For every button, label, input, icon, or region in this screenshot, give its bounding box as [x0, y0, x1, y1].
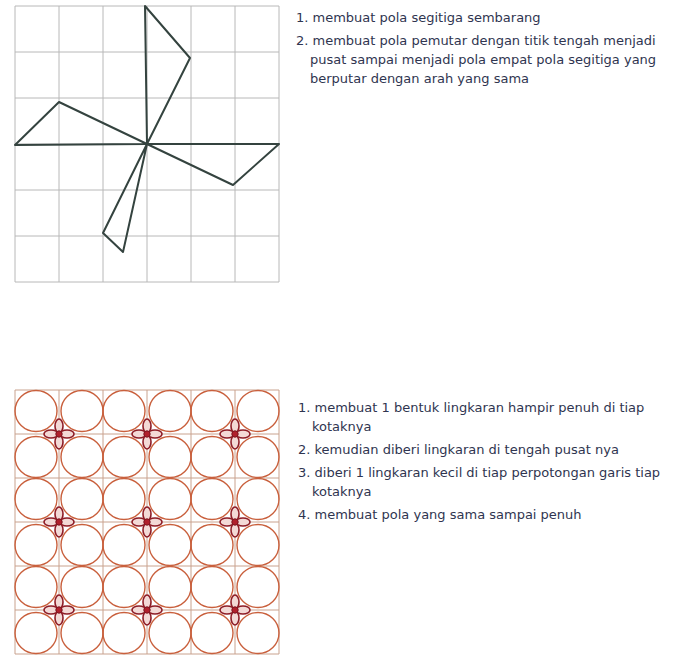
- petal-circle: [149, 567, 191, 608]
- petal-circle: [61, 437, 103, 478]
- petal-circle: [103, 525, 145, 566]
- petal-circle: [191, 525, 233, 566]
- grid-line: [15, 190, 279, 191]
- petal-circle: [191, 479, 233, 520]
- step-note: 1. membuat 1 bentuk lingkaran hampir pen…: [298, 398, 693, 436]
- petal-circle: [191, 437, 233, 478]
- flower-center: [232, 519, 238, 525]
- petal-circle: [191, 567, 233, 608]
- petal-circle: [237, 525, 279, 566]
- grid-line: [15, 566, 279, 567]
- petal-circle: [15, 479, 57, 520]
- petal-circle: [61, 479, 103, 520]
- petal-circle: [103, 567, 145, 608]
- petal-circle: [61, 391, 103, 432]
- petal-circle: [149, 525, 191, 566]
- grid-line: [15, 236, 279, 237]
- petal-circle: [149, 437, 191, 478]
- triangle-blade: [147, 144, 279, 185]
- grid-line: [15, 282, 279, 283]
- flower-center: [56, 431, 62, 437]
- grid-line: [15, 654, 279, 655]
- petal-circle: [237, 391, 279, 432]
- grid-line: [279, 390, 280, 654]
- petal-circle: [15, 567, 57, 608]
- petal-circle: [103, 479, 145, 520]
- step-note: 3. diberi 1 lingkaran kecil di tiap perp…: [298, 463, 693, 501]
- grid-bottom: [15, 390, 279, 654]
- petal-circle: [237, 567, 279, 608]
- flower-center: [232, 607, 238, 613]
- petal-circle: [61, 525, 103, 566]
- petal-circle: [15, 391, 57, 432]
- step-note: 4. membuat pola yang sama sampai penuh: [298, 505, 693, 524]
- petal-circle: [103, 437, 145, 478]
- petal-circle: [237, 613, 279, 654]
- petal-circle: [103, 613, 145, 654]
- step-note: 1. membuat pola segitiga sembarang: [296, 8, 693, 27]
- flower-center: [144, 607, 150, 613]
- petal-circle: [237, 437, 279, 478]
- petal-circle: [191, 613, 233, 654]
- grid-top: [15, 6, 279, 282]
- petal-circle: [15, 525, 57, 566]
- step-note: 2. kemudian diberi lingkaran di tengah p…: [298, 440, 693, 459]
- triangle-blade: [145, 6, 190, 144]
- petal-circle: [191, 391, 233, 432]
- petal-circle: [237, 479, 279, 520]
- petal-circle: [149, 613, 191, 654]
- flower-center: [232, 431, 238, 437]
- pinwheel-pattern: [15, 6, 279, 252]
- petal-circle: [149, 479, 191, 520]
- flower-center: [56, 519, 62, 525]
- flower-center: [56, 607, 62, 613]
- flower-center: [144, 519, 150, 525]
- flower-pattern: [15, 391, 279, 654]
- triangle-blade: [15, 102, 147, 145]
- triangle-blade: [103, 144, 147, 252]
- petal-circle: [61, 613, 103, 654]
- petal-circle: [61, 567, 103, 608]
- flower-center: [144, 431, 150, 437]
- petal-circle: [15, 613, 57, 654]
- petal-circle: [149, 391, 191, 432]
- grid-line: [191, 390, 192, 654]
- step-note: 2. membuat pola pemutar dengan titik ten…: [296, 31, 693, 88]
- petal-circle: [15, 437, 57, 478]
- petal-circle: [103, 391, 145, 432]
